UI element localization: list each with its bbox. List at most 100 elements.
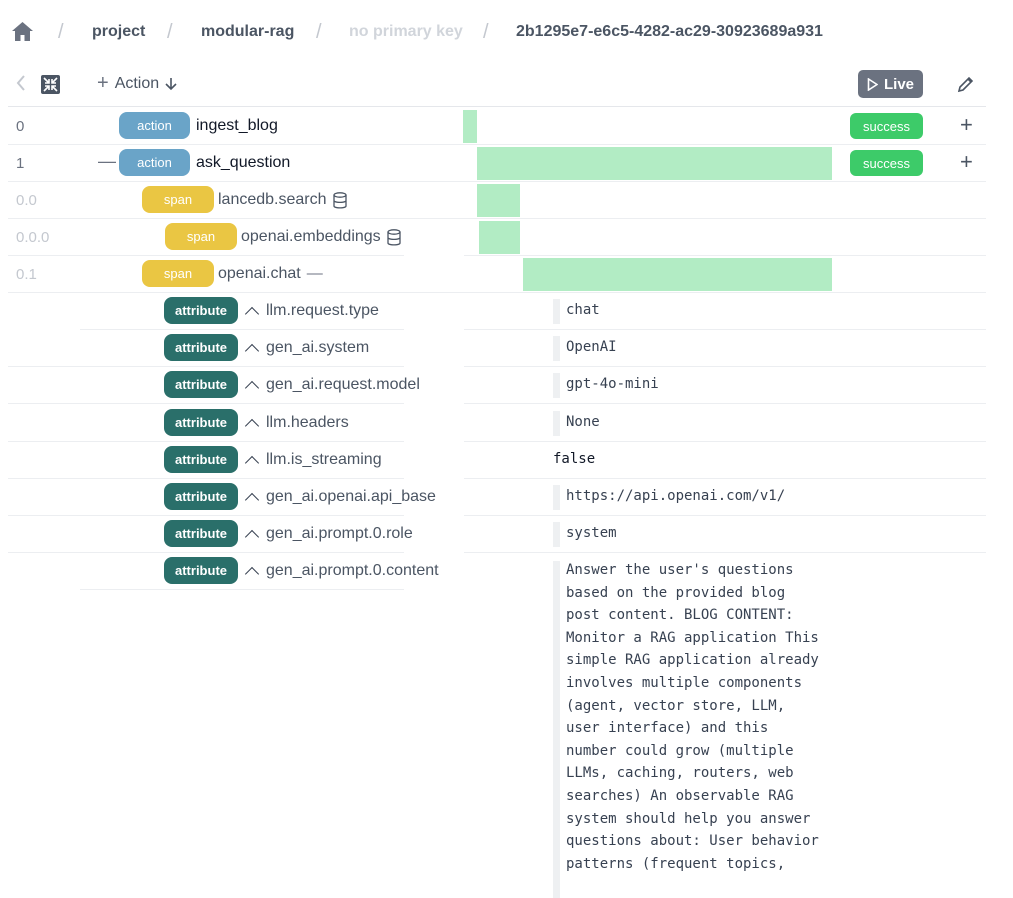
table-row[interactable]: 1 — action ask_question success + [0,145,1013,182]
row-divider [464,403,986,404]
row-index: 0.1 [16,266,37,283]
chevron-left-icon[interactable] [16,74,26,92]
attribute-value: OpenAI [566,339,617,355]
row-divider [8,218,986,219]
timeline-bar [479,221,520,254]
attribute-key-text: gen_ai.request.model [266,376,420,393]
attribute-key[interactable]: gen_ai.prompt.0.content [244,562,439,581]
attribute-key[interactable]: gen_ai.request.model [244,376,420,395]
attribute-badge: attribute [164,334,238,361]
table-row[interactable]: attribute gen_ai.request.model gpt-4o-mi… [0,367,1013,404]
arrow-down-icon [165,77,177,91]
breadcrumb-app[interactable]: modular-rag [201,23,295,40]
table-row[interactable]: attribute gen_ai.openai.api_base https:/… [0,479,1013,516]
expand-plus-icon[interactable]: + [960,149,973,174]
breadcrumb-project[interactable]: project [92,23,146,40]
row-divider [464,329,986,330]
attribute-key-text: gen_ai.prompt.0.role [266,525,413,542]
attribute-badge: attribute [164,297,238,324]
row-divider [464,478,986,479]
attribute-key-text: llm.headers [266,414,349,431]
value-marker [553,411,560,436]
chevron-up-icon [244,343,260,358]
row-divider [464,515,986,516]
live-button[interactable]: Live [858,70,923,98]
attribute-key-text: gen_ai.openai.api_base [266,488,436,505]
database-icon [332,191,347,209]
attribute-key[interactable]: llm.headers [244,414,349,433]
expand-plus-icon[interactable]: + [960,112,973,137]
attribute-key[interactable]: gen_ai.prompt.0.role [244,525,413,544]
plus-icon: + [97,72,109,94]
attribute-key[interactable]: gen_ai.system [244,339,370,358]
timeline-bar [477,184,520,217]
row-divider [80,589,404,590]
pencil-icon[interactable] [957,75,975,93]
home-icon[interactable] [12,22,33,41]
attribute-key[interactable]: gen_ai.openai.api_base [244,488,436,507]
collapse-minus-icon[interactable]: — [98,151,116,171]
collapse-icon[interactable] [41,75,60,94]
row-divider [8,441,404,442]
row-divider [464,441,986,442]
value-marker [553,373,560,398]
row-name[interactable]: lancedb.search [218,191,347,209]
breadcrumb-separator: / [483,21,489,43]
row-divider [8,552,404,553]
row-divider [8,255,404,256]
row-divider [464,366,986,367]
breadcrumb-separator: / [316,21,322,43]
row-divider [8,292,986,293]
database-icon [387,228,401,246]
row-divider [8,181,986,182]
table-row[interactable]: 0.0 span lancedb.search [0,182,1013,219]
table-row[interactable]: attribute llm.is_streaming false [0,442,1013,479]
collapse-minus-icon[interactable]: — [306,265,323,282]
row-index: 0.0 [16,192,37,209]
attribute-value: gpt-4o-mini [566,376,659,392]
table-row[interactable]: 0 action ingest_blog success + [0,108,1013,145]
row-name[interactable]: ask_question [196,154,291,171]
attribute-key[interactable]: llm.is_streaming [244,451,382,470]
attribute-badge: attribute [164,371,238,398]
timeline-bar [477,147,832,180]
row-name[interactable]: openai.chat — [218,265,323,283]
table-row[interactable]: attribute llm.headers None [0,405,1013,442]
span-badge: span [142,186,214,213]
row-name[interactable]: ingest_blog [196,117,278,134]
attribute-key[interactable]: llm.request.type [244,302,379,321]
action-badge: action [119,112,190,139]
row-divider [8,515,404,516]
table-row[interactable]: attribute gen_ai.system OpenAI [0,330,1013,367]
breadcrumb-trace-id: 2b1295e7-e6c5-4282-ac29-30923689a931 [516,23,823,40]
attribute-badge: attribute [164,520,238,547]
chevron-up-icon [244,418,260,433]
row-divider [464,255,986,256]
chevron-up-icon [244,529,260,544]
breadcrumb-separator: / [58,21,64,43]
table-row[interactable]: attribute gen_ai.prompt.0.content [0,553,1013,590]
breadcrumb-separator: / [167,21,173,43]
attribute-value: system [566,525,617,541]
row-index: 0 [16,118,25,135]
value-marker [553,485,560,510]
table-row[interactable]: attribute gen_ai.prompt.0.role system [0,516,1013,553]
table-row[interactable]: 0.1 span openai.chat — [0,256,1013,293]
attribute-value: https://api.openai.com/v1/ [566,488,786,504]
attribute-badge: attribute [164,483,238,510]
row-name[interactable]: openai.embeddings [241,228,401,246]
add-action-button[interactable]: + Action [97,72,177,95]
table-row[interactable]: attribute llm.request.type chat [0,293,1013,330]
chevron-up-icon [244,380,260,395]
row-name-text: openai.embeddings [241,228,381,245]
value-marker [553,561,560,898]
breadcrumb-partition: no primary key [349,23,463,40]
action-badge: action [119,149,190,176]
row-divider [8,478,404,479]
row-index: 0.0.0 [16,229,50,246]
chevron-up-icon [244,455,260,470]
span-badge: span [165,223,237,250]
attribute-key-text: gen_ai.system [266,339,370,356]
timeline-bar [463,110,477,143]
table-row[interactable]: 0.0.0 span openai.embeddings [0,219,1013,256]
